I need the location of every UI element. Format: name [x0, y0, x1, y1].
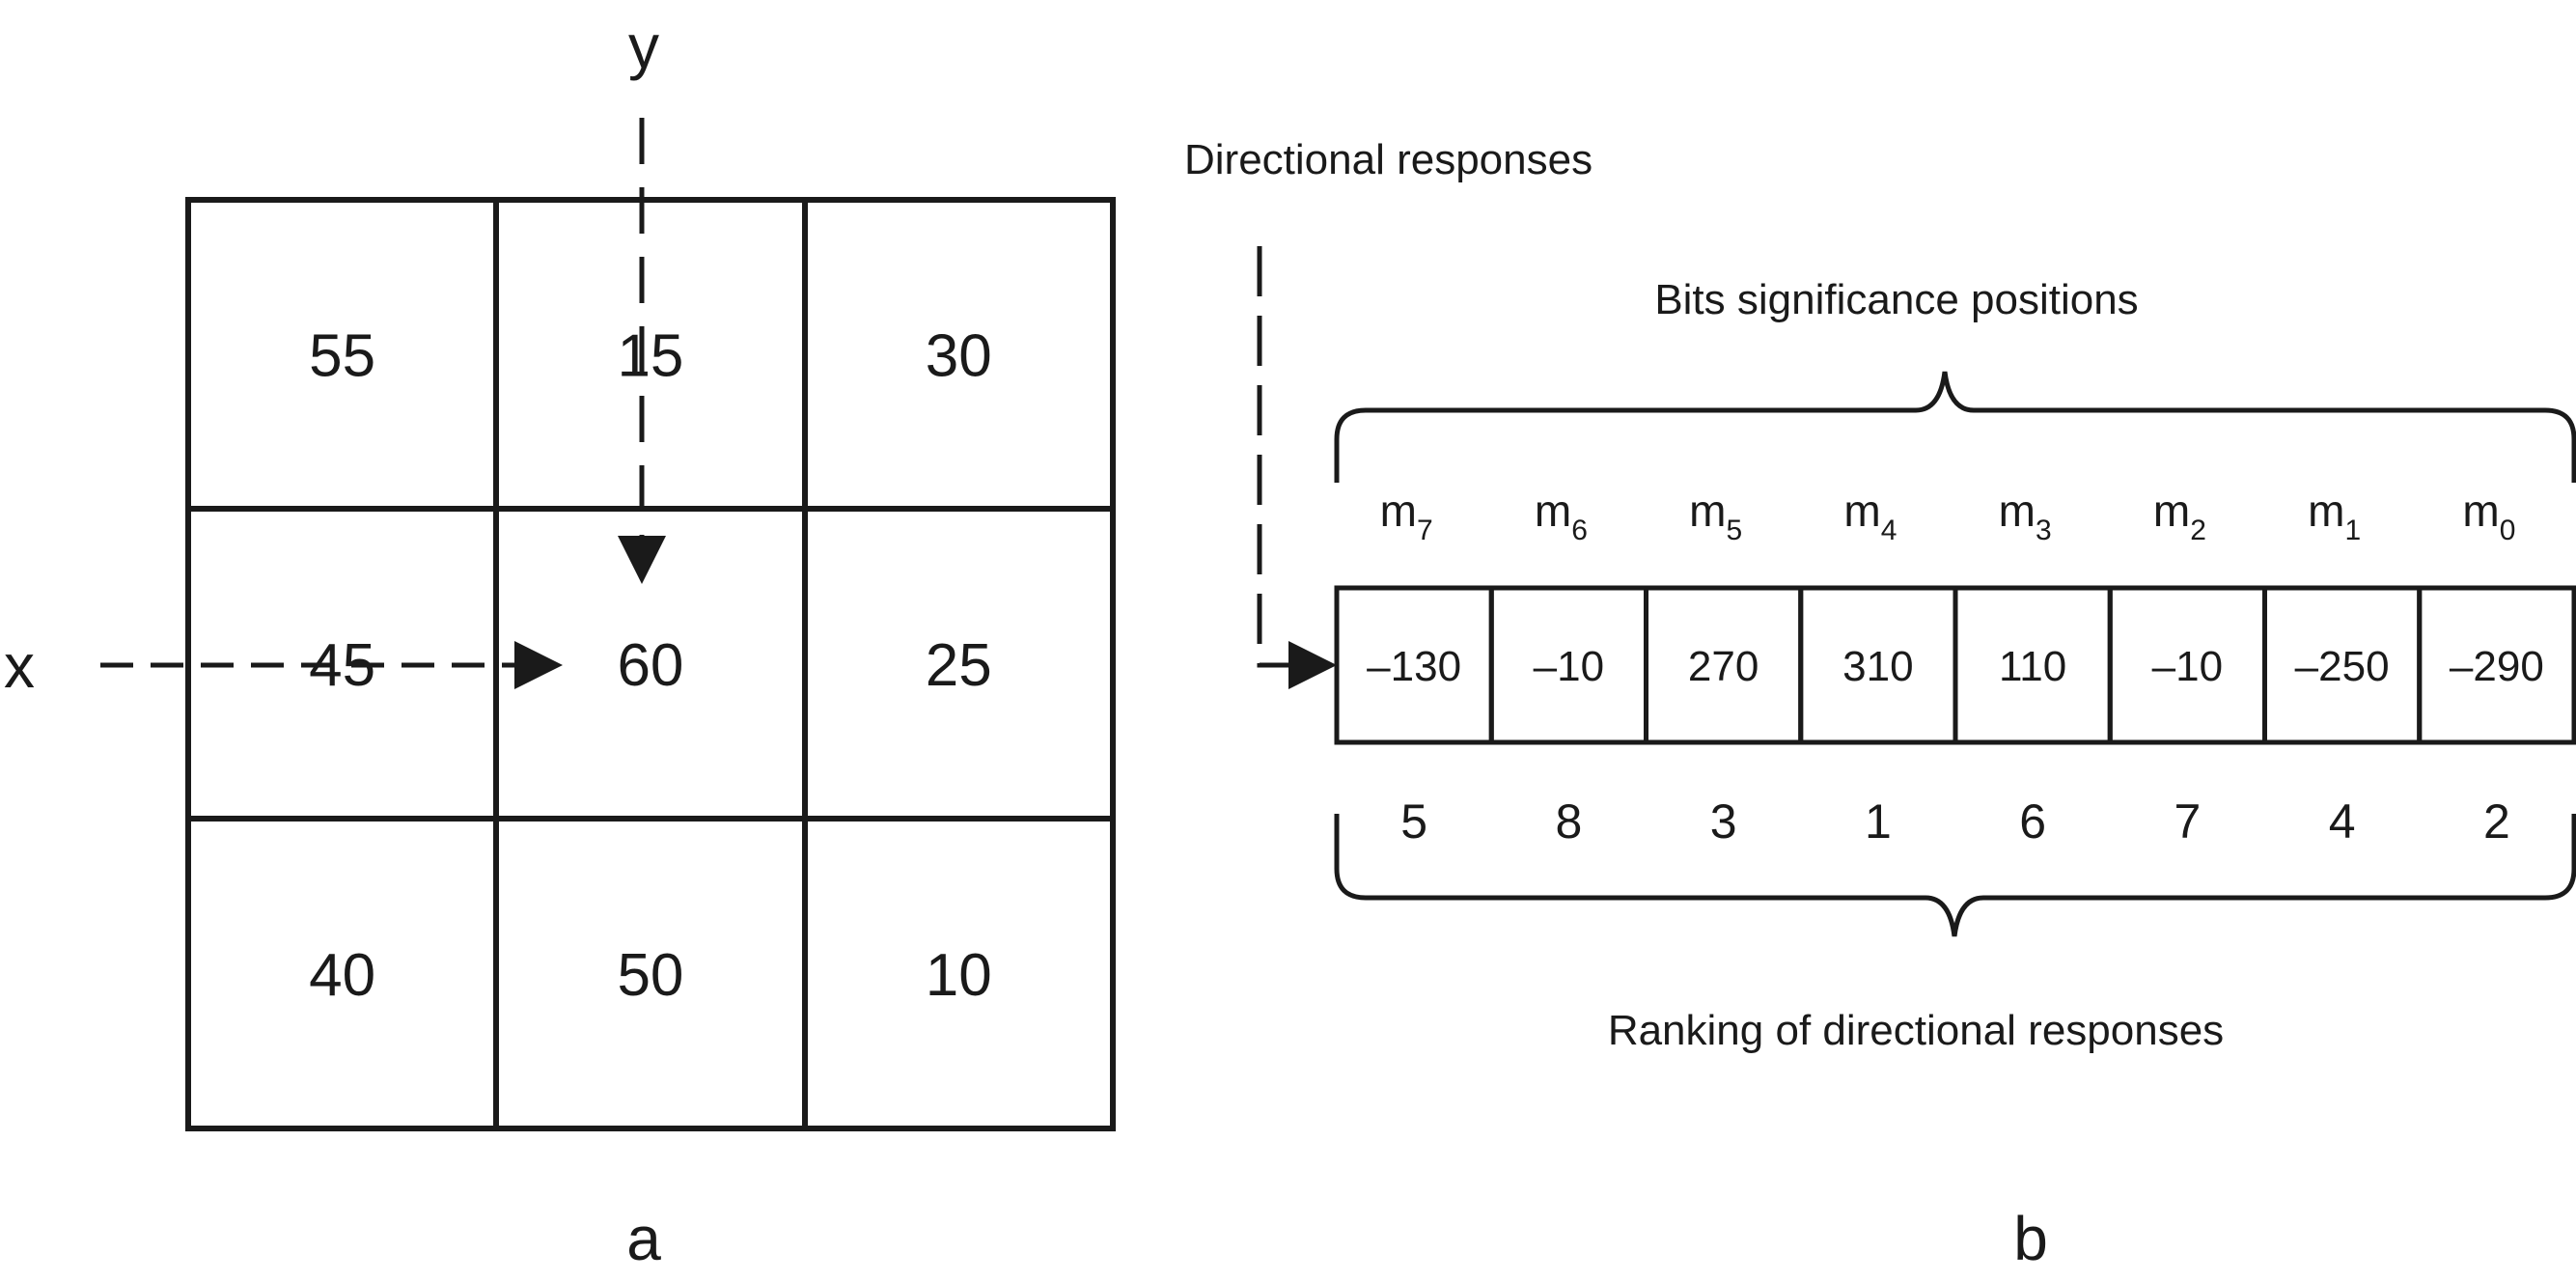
panel-b-label: b	[2013, 1204, 2048, 1273]
bit-position-base: m	[1999, 486, 2036, 536]
grid-border	[185, 197, 1116, 1131]
grid-cell-value: 15	[617, 322, 683, 389]
grid-cell-value: 50	[617, 942, 683, 1009]
rank-values: 5 8 3 1 6 7 4 2	[1400, 794, 2510, 849]
bit-position-label: m1	[2308, 486, 2361, 546]
rank-value: 3	[1710, 794, 1737, 849]
panel-a-label: a	[626, 1204, 661, 1273]
grid-cell-value: 10	[926, 942, 992, 1009]
rank-value: 7	[2174, 794, 2201, 849]
bits-significance-title: Bits significance positions	[1654, 276, 2138, 323]
grid-cell-value: 40	[309, 942, 375, 1009]
bit-position-subscript: 0	[2500, 515, 2516, 546]
bit-position-label: m4	[1843, 486, 1897, 546]
response-value: –250	[2295, 643, 2390, 690]
bit-position-label: m2	[2153, 486, 2206, 546]
bit-position-label: m5	[1689, 486, 1742, 546]
grid-cell-value: 30	[926, 322, 992, 389]
ranking-title: Ranking of directional responses	[1608, 1007, 2224, 1054]
bit-position-base: m	[1535, 486, 1571, 536]
grid-cell-value: 25	[926, 632, 992, 699]
response-value: 310	[1842, 643, 1913, 690]
directional-responses-title: Directional responses	[1184, 136, 1593, 183]
bit-position-base: m	[1380, 486, 1417, 536]
bit-position-label: m3	[1999, 486, 2052, 546]
bit-position-label: m0	[2462, 486, 2515, 546]
bit-position-base: m	[1689, 486, 1726, 536]
response-value: –10	[1534, 643, 1604, 690]
rank-value: 1	[1865, 794, 1892, 849]
bit-position-subscript: 1	[2344, 515, 2361, 546]
bit-position-subscript: 7	[1417, 515, 1433, 546]
bit-position-subscript: 3	[2036, 515, 2052, 546]
x-axis-label: x	[4, 631, 35, 701]
response-value: –130	[1367, 643, 1461, 690]
bit-position-base: m	[1843, 486, 1880, 536]
bit-position-base: m	[2153, 486, 2190, 536]
response-value: –10	[2152, 643, 2223, 690]
response-value: –290	[2450, 643, 2544, 690]
rank-value: 4	[2329, 794, 2356, 849]
response-cell	[2417, 585, 2576, 745]
grid-cell-value: 55	[309, 322, 375, 389]
rank-value: 5	[1400, 794, 1427, 849]
bit-position-subscript: 4	[1881, 515, 1897, 546]
directional-responses-arrow	[1257, 246, 1337, 689]
grid-cell-value: 60	[617, 632, 683, 699]
bit-position-subscript: 6	[1571, 515, 1588, 546]
rank-value: 2	[2483, 794, 2510, 849]
rank-value: 8	[1555, 794, 1582, 849]
bit-position-subscript: 5	[1726, 515, 1742, 546]
neighborhood-grid	[185, 197, 1116, 1131]
bit-position-subscript: 2	[2190, 515, 2206, 546]
response-cells: –130 –10 270 310 110 –10 –250 –290	[1334, 585, 2576, 745]
response-value: 270	[1688, 643, 1759, 690]
bit-position-base: m	[2462, 486, 2499, 536]
bit-position-label: m7	[1380, 486, 1433, 546]
ranking-brace	[1334, 814, 2576, 937]
bits-brace	[1334, 371, 2576, 483]
rank-value: 6	[2019, 794, 2046, 849]
response-value: 110	[1999, 643, 2066, 690]
bit-position-label: m6	[1535, 486, 1588, 546]
bit-position-base: m	[2308, 486, 2344, 536]
y-axis-label: y	[628, 12, 659, 81]
